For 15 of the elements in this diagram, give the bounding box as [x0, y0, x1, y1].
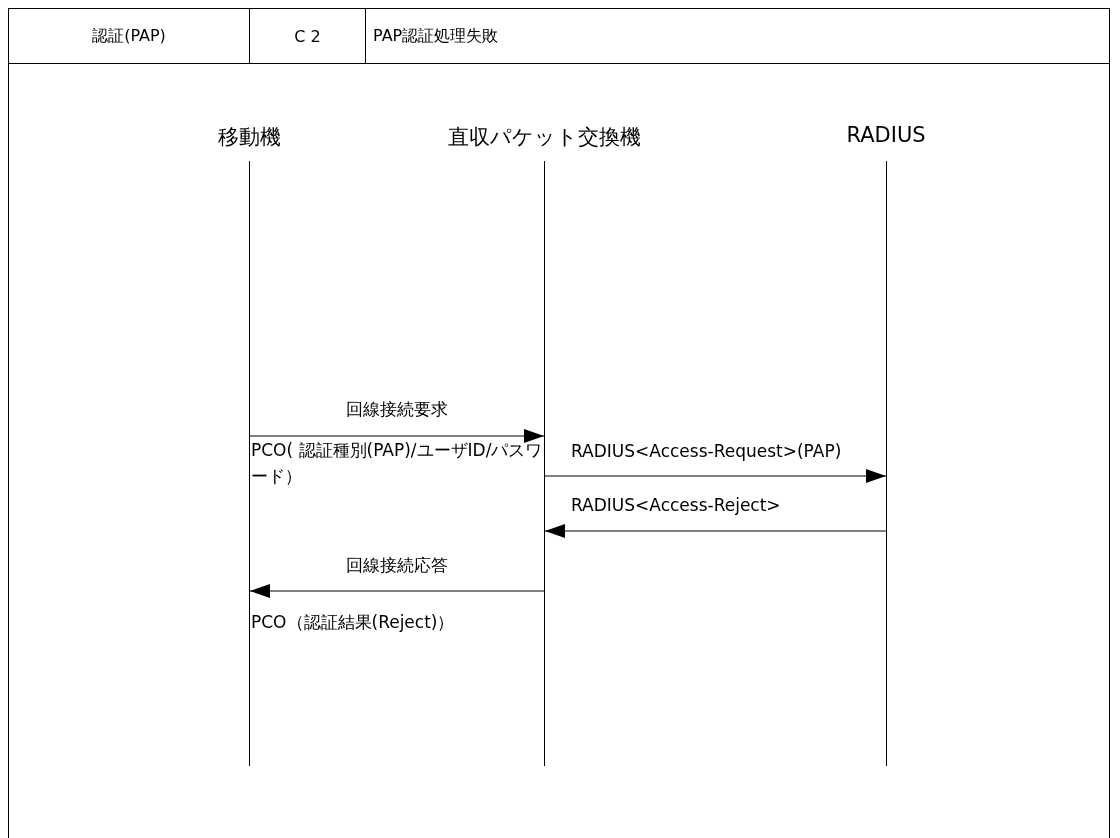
message-arrow [544, 524, 887, 538]
message-parameter-note: PCO( 認証種別(PAP)/ユーザID/パスワード） [251, 439, 543, 489]
header-cell: C 2 [250, 9, 366, 63]
header-cell: 認証(PAP) [9, 9, 250, 63]
lifeline [249, 161, 250, 766]
header-cell-text: PAP認証処理失敗 [372, 24, 500, 47]
lifeline [886, 161, 887, 766]
message-parameter-note: PCO（認証結果(Reject)） [251, 611, 456, 634]
edge-label: 回線接続要求 [344, 399, 450, 420]
lifeline [544, 161, 545, 766]
edge-label: 回線接続応答 [344, 555, 450, 576]
message-arrow [249, 429, 545, 443]
message-arrow [544, 469, 887, 483]
message-arrow [249, 584, 545, 598]
participant-label: RADIUS [736, 123, 1036, 147]
